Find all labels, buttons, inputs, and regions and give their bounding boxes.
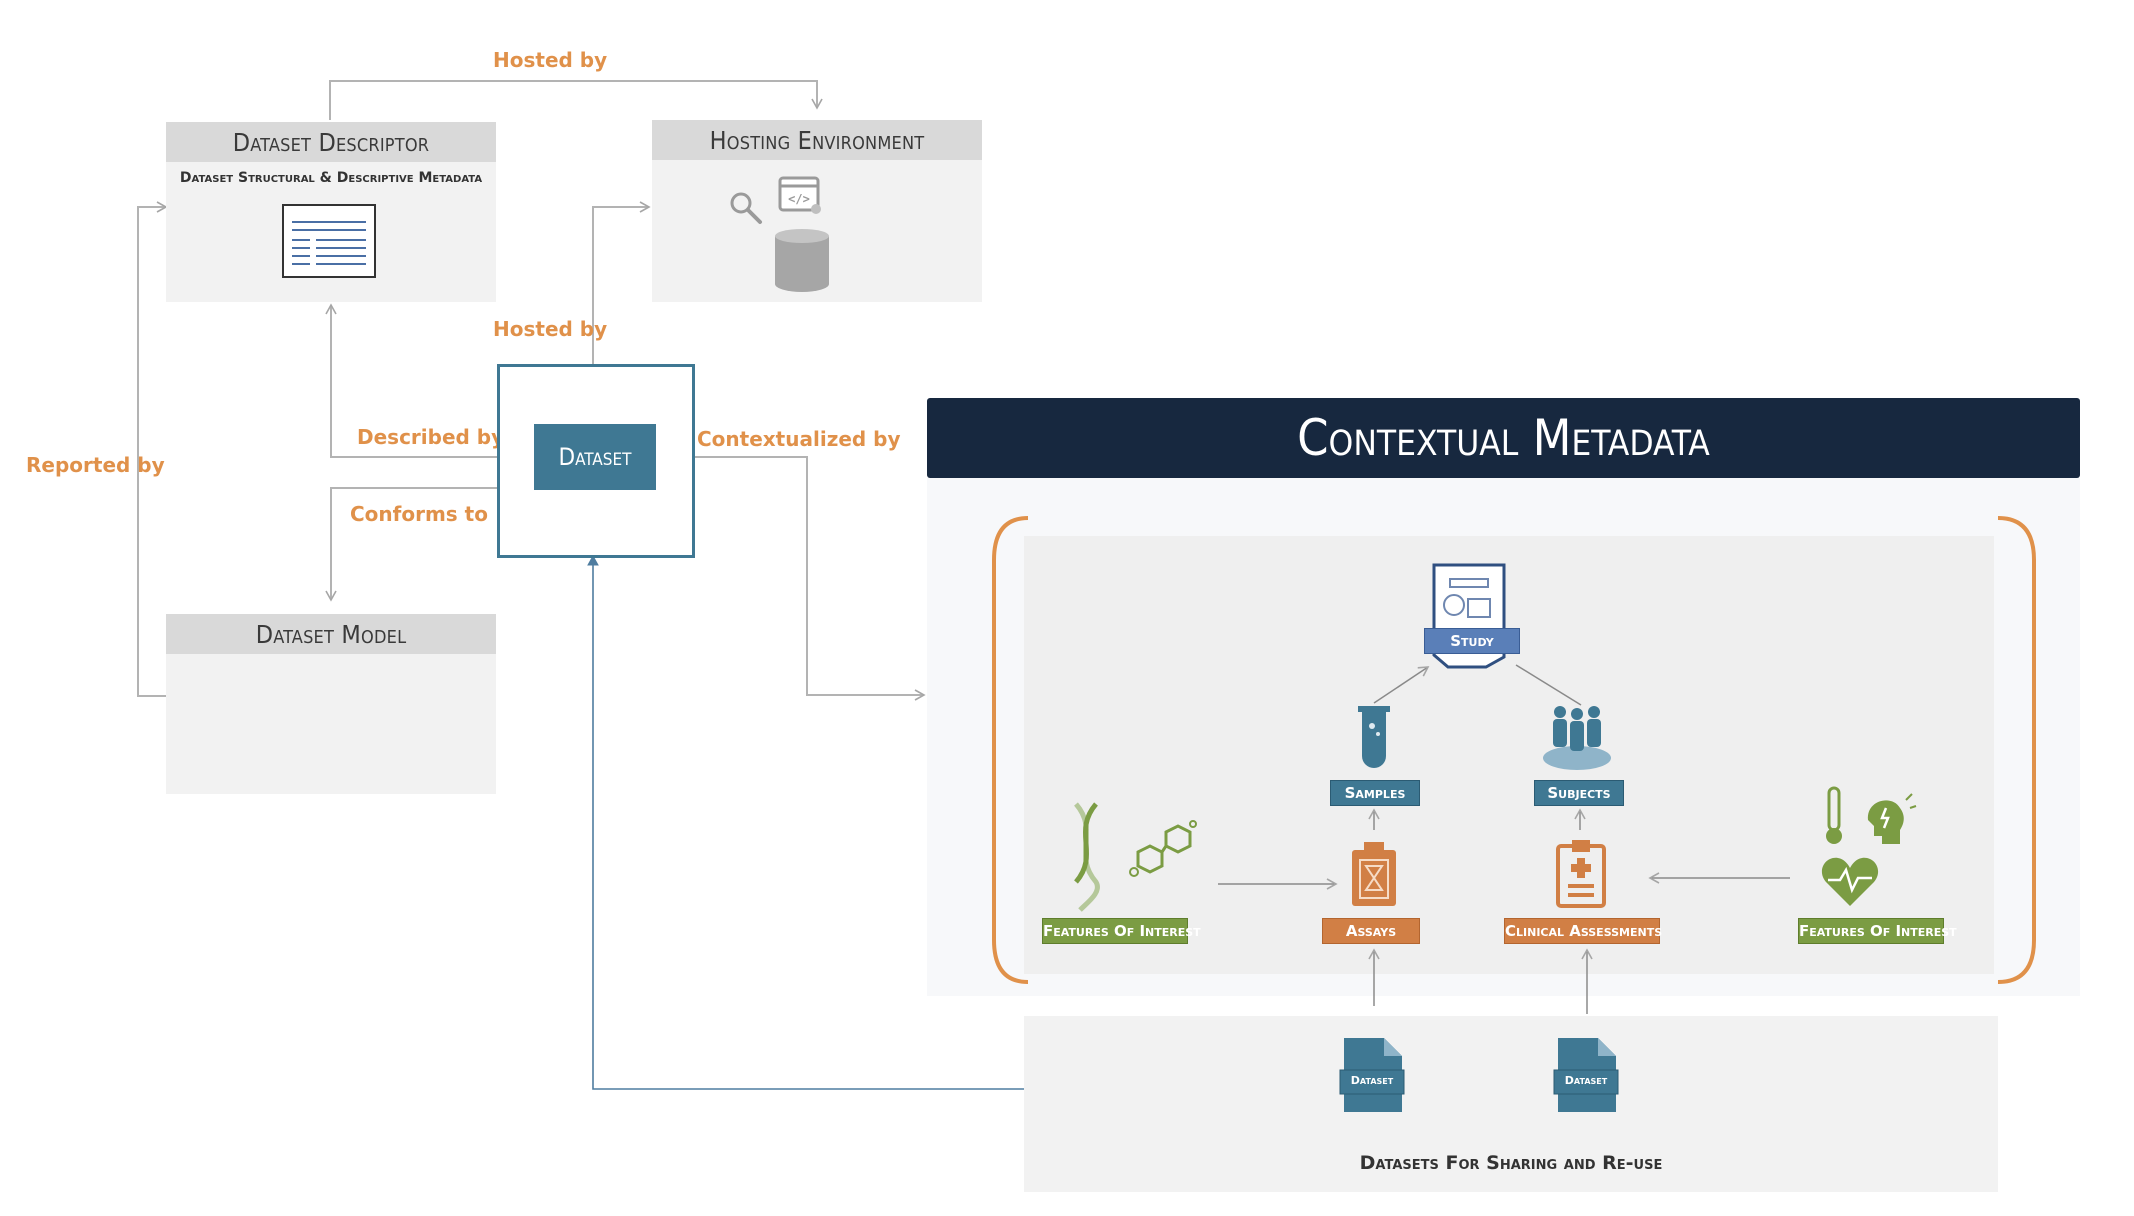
study-label: Study [1424, 628, 1520, 654]
contextual-inner-panel [1024, 536, 1994, 974]
clipboard-icon [1556, 838, 1606, 913]
sharing-panel [1024, 1016, 1998, 1192]
left-bracket [992, 516, 1029, 984]
molecule-icon [1118, 818, 1198, 891]
subjects-label: Subjects [1534, 780, 1624, 806]
heart-icon [1820, 856, 1880, 913]
dataset-descriptor-box: Dataset Descriptor Dataset Structural & … [166, 122, 496, 302]
dataset-node[interactable]: Dataset [497, 364, 695, 558]
study-icon [1426, 563, 1512, 674]
file-icon[interactable]: Dataset [1338, 1034, 1406, 1116]
database-icon [773, 228, 831, 299]
search-icon [728, 190, 764, 231]
label-hosted-by-mid: Hosted by [493, 317, 608, 341]
label-contextualized-by: Contextualized by [697, 427, 901, 451]
right-bracket [1997, 516, 2036, 984]
thermometer-icon [1822, 786, 1846, 851]
assay-icon [1350, 840, 1398, 913]
document-icon [282, 204, 376, 283]
label-conforms-to: Conforms to [350, 502, 488, 526]
file-2-label: Dataset [1564, 1074, 1608, 1087]
file-1-label: Dataset [1350, 1074, 1394, 1087]
people-icon [1540, 702, 1614, 777]
samples-label: Samples [1330, 780, 1420, 806]
edge-described-by [325, 303, 497, 458]
contextual-metadata-title: Contextual Metadata [927, 398, 2080, 478]
label-reported-by: Reported by [26, 453, 165, 477]
label-described-by: Described by [357, 425, 505, 449]
features-of-interest-right-label: Features Of Interest [1798, 918, 1957, 944]
edge-reported-by [137, 201, 168, 697]
edge-hosted-by-top [329, 80, 823, 120]
assays-label: Assays [1322, 918, 1420, 944]
sharing-caption: Datasets For Sharing and Re-use [1359, 1152, 1663, 1174]
edge-contextualized-by [691, 456, 926, 701]
dna-icon [1066, 802, 1106, 917]
code-window-icon: </> [778, 176, 822, 221]
dataset-label: Dataset [534, 424, 656, 490]
hosting-environment-box: Hosting Environment </> [652, 120, 982, 302]
dataset-model-title: Dataset Model [166, 614, 496, 654]
svg-text:</>: </> [788, 192, 810, 206]
test-tube-icon [1356, 704, 1392, 777]
clinical-assessments-label: Clinical Assessments [1504, 918, 1662, 944]
dataset-model-box: Dataset Model [166, 614, 496, 794]
brain-icon [1862, 790, 1918, 853]
label-hosted-by-top: Hosted by [493, 48, 608, 72]
dataset-descriptor-subtitle: Dataset Structural & Descriptive Metadat… [179, 170, 483, 186]
file-icon[interactable]: Dataset [1552, 1034, 1620, 1116]
features-of-interest-left-label: Features Of Interest [1042, 918, 1201, 944]
dataset-descriptor-title: Dataset Descriptor [166, 122, 496, 162]
edge-hosted-by-mid [592, 201, 651, 364]
hosting-environment-title: Hosting Environment [652, 120, 982, 160]
edge-conforms-to [325, 487, 497, 602]
